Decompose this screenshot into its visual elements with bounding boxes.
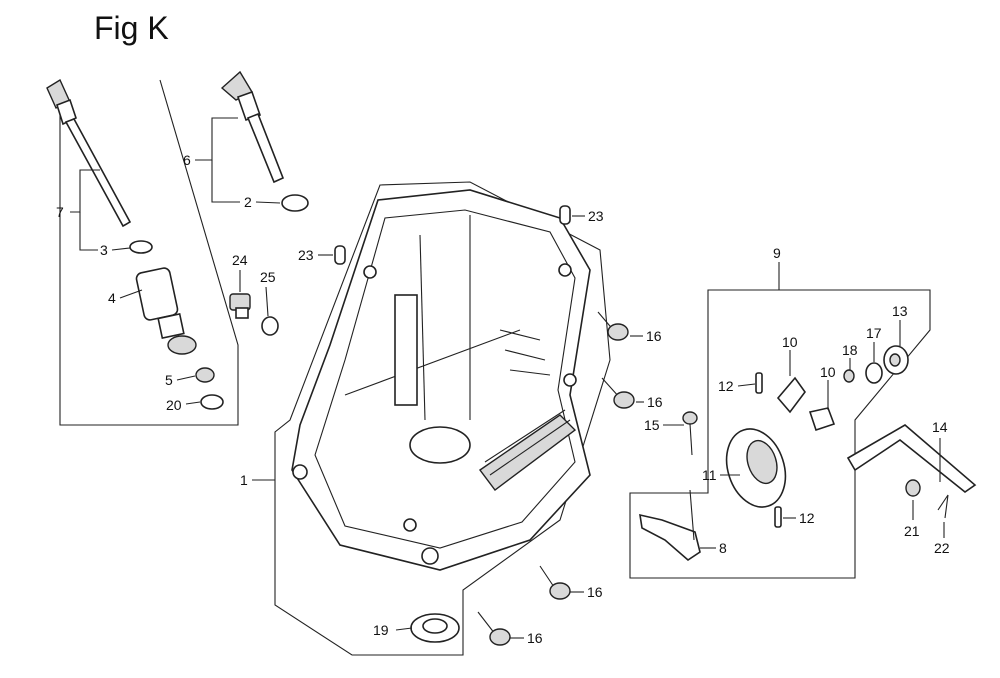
dipstick-long xyxy=(46,78,132,228)
label-part-25: 25 xyxy=(260,269,276,285)
label-part-22: 22 xyxy=(934,540,950,556)
label-part-15: 15 xyxy=(644,417,660,433)
label-part-7: 7 xyxy=(56,204,64,220)
label-part-19: 19 xyxy=(373,622,389,638)
leader-lines xyxy=(70,117,945,639)
label-part-20: 20 xyxy=(166,397,182,413)
label-part-13: 13 xyxy=(892,303,908,319)
clip-22 xyxy=(937,494,949,519)
label-part-21: 21 xyxy=(904,523,920,539)
washer-21 xyxy=(905,479,921,497)
governor-gear xyxy=(725,428,787,508)
label-part-17: 17 xyxy=(866,325,882,341)
label-part-16-b: 16 xyxy=(647,394,663,410)
pin-12b xyxy=(774,506,782,528)
label-part-16-d: 16 xyxy=(527,630,543,646)
label-part-11: 11 xyxy=(702,467,717,483)
washer-18 xyxy=(843,369,855,383)
dipstick-group-outline xyxy=(59,79,239,426)
seal-5 xyxy=(195,367,215,383)
label-part-18: 18 xyxy=(842,342,858,358)
pin-12a xyxy=(755,372,763,394)
bolt-16b xyxy=(601,377,635,409)
label-part-1: 1 xyxy=(240,472,248,488)
governor-weight-10b xyxy=(808,407,836,432)
washer-25 xyxy=(261,316,279,336)
label-part-12-a: 12 xyxy=(718,378,734,394)
part-labels: 7 3 4 5 20 6 2 24 25 1 23 23 16 16 16 16… xyxy=(56,152,950,646)
label-part-4: 4 xyxy=(108,290,116,306)
label-part-16-a: 16 xyxy=(646,328,662,344)
oil-seal xyxy=(410,613,460,643)
crankcase-cover xyxy=(291,189,591,571)
crankcase-group-outline xyxy=(274,181,611,656)
dipstick-short xyxy=(220,70,285,184)
bolt-16c xyxy=(539,565,571,600)
governor-group-outline xyxy=(629,289,931,579)
label-part-2: 2 xyxy=(244,194,252,210)
figure-title: Fig K xyxy=(94,10,169,46)
label-part-6: 6 xyxy=(183,152,191,168)
drain-plug xyxy=(229,293,251,319)
label-part-12-b: 12 xyxy=(799,510,815,526)
label-part-10-b: 10 xyxy=(820,364,836,380)
o-ring-3 xyxy=(129,240,153,254)
oil-filler-neck xyxy=(135,267,197,355)
label-part-14: 14 xyxy=(932,419,948,435)
dowel-pin-23a xyxy=(334,245,346,265)
bolt-15 xyxy=(682,411,698,456)
label-part-10-a: 10 xyxy=(782,334,798,350)
o-ring-20 xyxy=(200,394,224,410)
label-part-3: 3 xyxy=(100,242,108,258)
label-part-23-right: 23 xyxy=(588,208,604,224)
label-part-24: 24 xyxy=(232,252,248,268)
bolt-16a xyxy=(597,311,629,341)
bolt-16d xyxy=(477,611,511,646)
label-part-9: 9 xyxy=(773,245,781,261)
governor-holder-13 xyxy=(883,345,909,375)
dowel-pin-23b xyxy=(559,205,571,225)
label-part-23-left: 23 xyxy=(298,247,314,263)
o-ring-2 xyxy=(281,194,309,212)
governor-weight-10a xyxy=(776,376,806,414)
label-part-16-c: 16 xyxy=(587,584,603,600)
governor-arm-8 xyxy=(639,489,701,562)
label-part-8: 8 xyxy=(719,540,727,556)
washer-17 xyxy=(865,362,883,384)
governor-shaft-14 xyxy=(846,424,977,493)
label-part-5: 5 xyxy=(165,372,173,388)
